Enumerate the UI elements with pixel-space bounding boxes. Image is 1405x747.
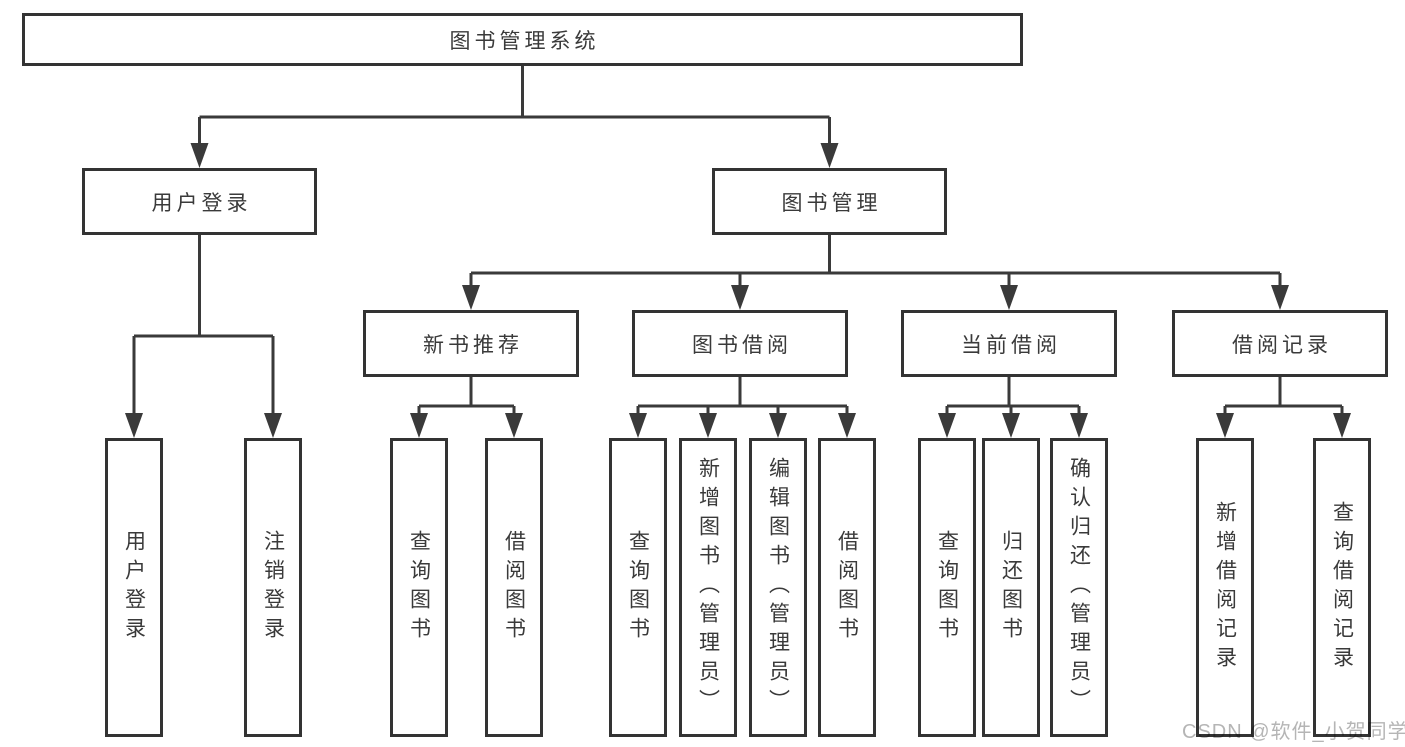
node-label: 新书推荐 [423, 333, 523, 357]
node-label: 用户登录 [122, 529, 146, 646]
arrow-down-icon [125, 413, 143, 438]
arrow-down-icon [264, 413, 282, 438]
arrow-down-icon [629, 413, 647, 438]
leaf-borrow-books-2: 借阅图书 [818, 438, 876, 737]
node-book-management: 图书管理 [712, 168, 947, 235]
arrow-down-icon [462, 285, 480, 310]
leaf-borrow-books: 借阅图书 [485, 438, 543, 737]
connector-user-login-to-leaves [132, 235, 275, 416]
leaf-edit-books-admin: 编辑图书（管理员） [749, 438, 807, 737]
leaf-query-books: 查询图书 [390, 438, 448, 737]
arrow-down-icon [769, 413, 787, 438]
arrow-down-icon [1271, 285, 1289, 310]
leaf-return-books: 归还图书 [982, 438, 1040, 737]
leaf-add-borrow-record: 新增借阅记录 [1196, 438, 1254, 737]
leaf-query-books-2: 查询图书 [609, 438, 667, 737]
leaf-logout: 注销登录 [244, 438, 302, 737]
arrow-down-icon [731, 285, 749, 310]
connector-root-to-level2 [198, 66, 831, 146]
leaf-add-books-admin: 新增图书（管理员） [679, 438, 737, 737]
arrow-down-icon [938, 413, 956, 438]
csdn-watermark: CSDN @软件_小贺同学 [1182, 721, 1405, 743]
node-new-book-recommendation: 新书推荐 [363, 310, 579, 377]
node-label: 图书借阅 [692, 333, 792, 357]
node-label: 新增借阅记录 [1213, 500, 1237, 675]
arrow-down-icon [699, 413, 717, 438]
arrow-down-icon [1070, 413, 1088, 438]
node-label: 查询图书 [935, 529, 959, 646]
arrow-down-icon [1000, 285, 1018, 310]
leaf-query-borrow-records: 查询借阅记录 [1313, 438, 1371, 737]
connector-level3-to-leaves [417, 377, 1344, 416]
node-label: 确认归还（管理员） [1067, 457, 1091, 718]
arrow-down-icon [1333, 413, 1351, 438]
node-label: 注销登录 [261, 529, 285, 646]
leaf-query-books-3: 查询图书 [918, 438, 976, 737]
node-current-borrowing: 当前借阅 [901, 310, 1117, 377]
node-label: 查询图书 [407, 529, 431, 646]
node-label: 用户登录 [151, 191, 252, 215]
node-label: 借阅图书 [835, 529, 859, 646]
arrow-down-icon [1216, 413, 1234, 438]
node-label: 归还图书 [999, 529, 1023, 646]
arrow-down-icon [505, 413, 523, 438]
leaf-confirm-return-admin: 确认归还（管理员） [1050, 438, 1108, 737]
node-user-login: 用户登录 [82, 168, 317, 235]
node-label: 图书管理 [781, 191, 882, 215]
arrow-down-icon [820, 143, 839, 168]
leaf-user-login: 用户登录 [105, 438, 163, 737]
arrow-down-icon [190, 143, 209, 168]
node-book-borrowing: 图书借阅 [632, 310, 848, 377]
node-label: 借阅图书 [502, 529, 526, 646]
node-label: 借阅记录 [1232, 333, 1332, 357]
node-label: 查询图书 [626, 529, 650, 646]
arrow-down-icon [1002, 413, 1020, 438]
node-label: 新增图书（管理员） [696, 457, 720, 718]
node-library-management-system: 图书管理系统 [22, 13, 1023, 66]
node-label: 图书管理系统 [449, 29, 600, 53]
connector-book-management-to-level3 [469, 235, 1282, 288]
arrow-down-icon [410, 413, 428, 438]
node-label: 查询借阅记录 [1330, 500, 1354, 675]
node-borrowing-records: 借阅记录 [1172, 310, 1388, 377]
node-label: 编辑图书（管理员） [766, 457, 790, 718]
node-label: 当前借阅 [961, 333, 1061, 357]
arrow-down-icon [838, 413, 856, 438]
